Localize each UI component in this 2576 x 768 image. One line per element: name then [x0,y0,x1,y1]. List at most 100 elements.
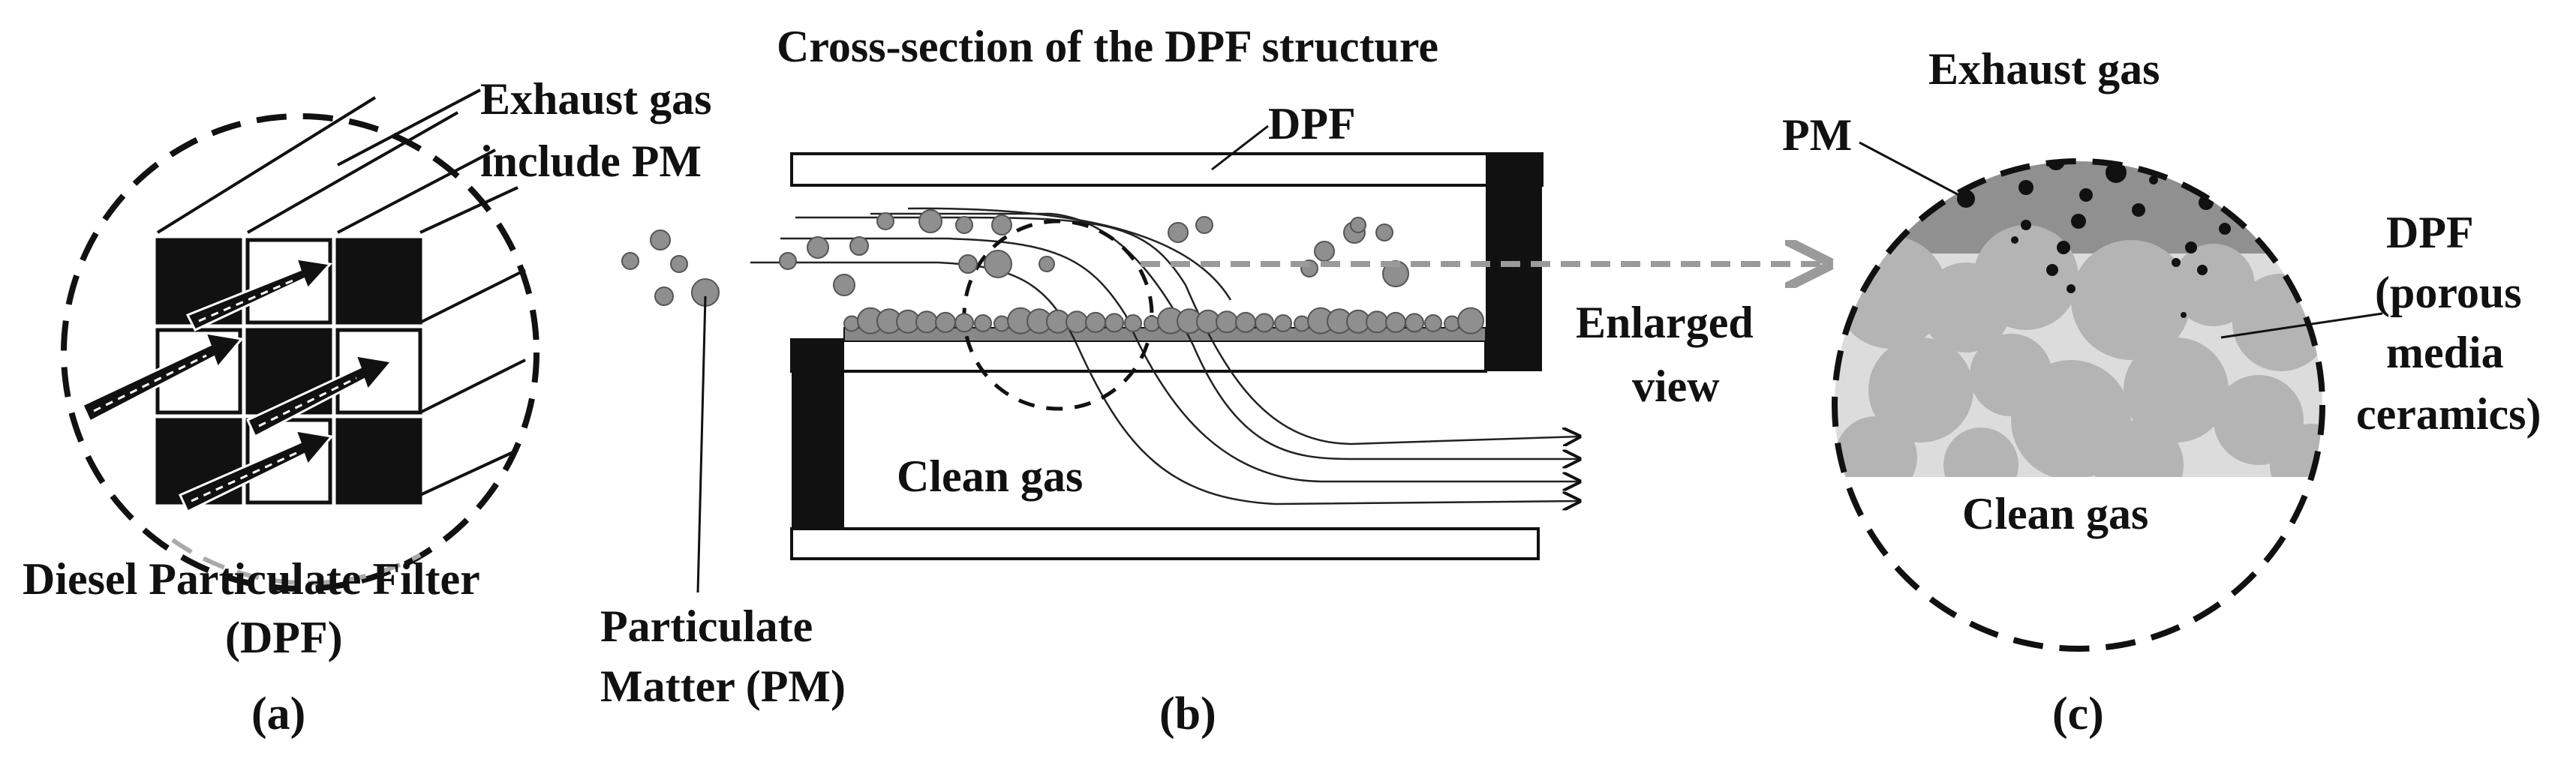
ceramic-grain [2071,240,2191,360]
bottom-plug [792,340,844,557]
pm-particle [958,254,978,274]
pm-dot [2057,241,2070,254]
pm-particle [1066,310,1088,334]
pm-particle [876,212,894,230]
pm-dot [2254,190,2263,200]
ceramic-grain [2172,244,2255,326]
pm-dot [1939,168,1948,177]
dpf-label-c-line3: media [2386,328,2504,377]
pm-particle [1405,313,1424,333]
pm-particle [621,252,639,270]
pm-dot [2219,223,2231,235]
pm-particle [849,236,869,256]
pm-particle [1294,315,1310,332]
clean-gas-label-b: Clean gas [897,452,1083,501]
pm-dot [2079,188,2093,202]
enlarged-view-line1: Enlarged [1576,298,1754,347]
pm-particle [1274,314,1292,332]
pm-particle [843,315,860,332]
enlarged-view-content [1835,161,2322,649]
panel-a-title-line1: Diesel Particulate Filter [23,554,480,604]
pm-label-line1: Particulate [600,602,813,651]
exhaust-gas-label-c: Exhaust gas [1928,44,2160,94]
enlarged-view-line2: view [1632,362,1720,411]
pm-particle [1314,241,1335,262]
ceramic-grain [2124,338,2229,442]
pm-dot [2046,264,2058,276]
ceramic-grain [1973,225,2079,330]
bottom-wall [790,527,1540,560]
panel-a-caption: (a) [251,688,305,740]
pm-particle [654,286,674,306]
pm-particle [650,230,671,250]
pm-dot [2197,265,2208,275]
pm-dot [2185,242,2197,254]
dpf-label-c-line2: (porous [2375,268,2522,317]
exhaust-gas-label-line2: include PM [480,136,702,186]
pm-particle [1235,311,1256,333]
panel-b: Cross-section of the DPF structure Exhau… [480,22,1827,740]
pm-particle [807,236,829,259]
pm-particle [670,255,688,273]
pm-leader-line [696,296,707,593]
pm-dot [2071,214,2086,229]
pm-dot [2149,176,2158,184]
pm-dot [2181,312,2187,318]
pm-particle [1444,315,1460,332]
pm-dot [2011,236,2018,244]
pm-particle [1350,217,1366,233]
exhaust-gas-label-line1: Exhaust gas [480,74,711,124]
pm-particle [918,209,942,233]
dpf-label: DPF [1268,99,1356,148]
pm-particle [991,214,1012,236]
pm-particle [935,311,956,333]
pm-dot [1990,163,2002,175]
exhaust-flow-arrows [81,257,394,514]
pm-particle [1375,224,1393,242]
dpf-label-c-line1: DPF [2386,208,2474,257]
pm-dot [2021,220,2031,230]
pm-particle [993,315,1010,332]
pm-dot [2067,284,2076,293]
pm-particle [915,310,938,334]
pm-particle [955,216,973,234]
pm-dot [2132,203,2145,217]
pm-dot [2231,161,2241,170]
pm-particle [1385,311,1406,333]
pm-particle [984,250,1012,278]
dpf-leader-c [2220,312,2383,339]
panel-a-dashed-circle [61,113,540,592]
dpf-leader-line [1211,124,1269,171]
pm-particle [1168,222,1189,243]
pm-dot [2018,180,2033,195]
pm-leader-c [1859,141,1967,200]
pm-particle [1124,314,1142,332]
panel-a-title-line2: (DPF) [225,613,343,662]
panel-c: Exhaust gas PM DPF (porous media ceramic… [1782,44,2541,740]
pm-particle [1457,307,1484,334]
clean-gas-label-c: Clean gas [1962,489,2148,538]
panel-b-caption: (b) [1159,688,1216,740]
ceramic-grains [1835,225,2322,510]
dpf-label-c-line4: ceramics) [2356,389,2541,439]
pm-dot [2167,161,2185,178]
dpf-honeycomb-channels [156,88,526,496]
top-wall [790,152,1543,187]
pm-label-c: PM [1782,110,1852,160]
pm-dot [2172,258,2181,267]
pm-particle [833,274,855,296]
panel-a-grey-arc [171,538,422,586]
pm-particle [779,252,797,270]
panel-b-title: Cross-section of the DPF structure [777,22,1438,71]
pm-particle [1255,313,1274,333]
pm-particle [1216,310,1238,334]
pm-particle [974,314,992,332]
pm-particle [1039,256,1055,272]
pm-particle [1085,311,1106,333]
pm-particle [1105,313,1124,333]
pm-particles [621,209,1484,334]
pm-particle [1366,310,1388,334]
panel-c-caption: (c) [2052,688,2104,740]
enlarged-view-circle [1832,158,2325,652]
